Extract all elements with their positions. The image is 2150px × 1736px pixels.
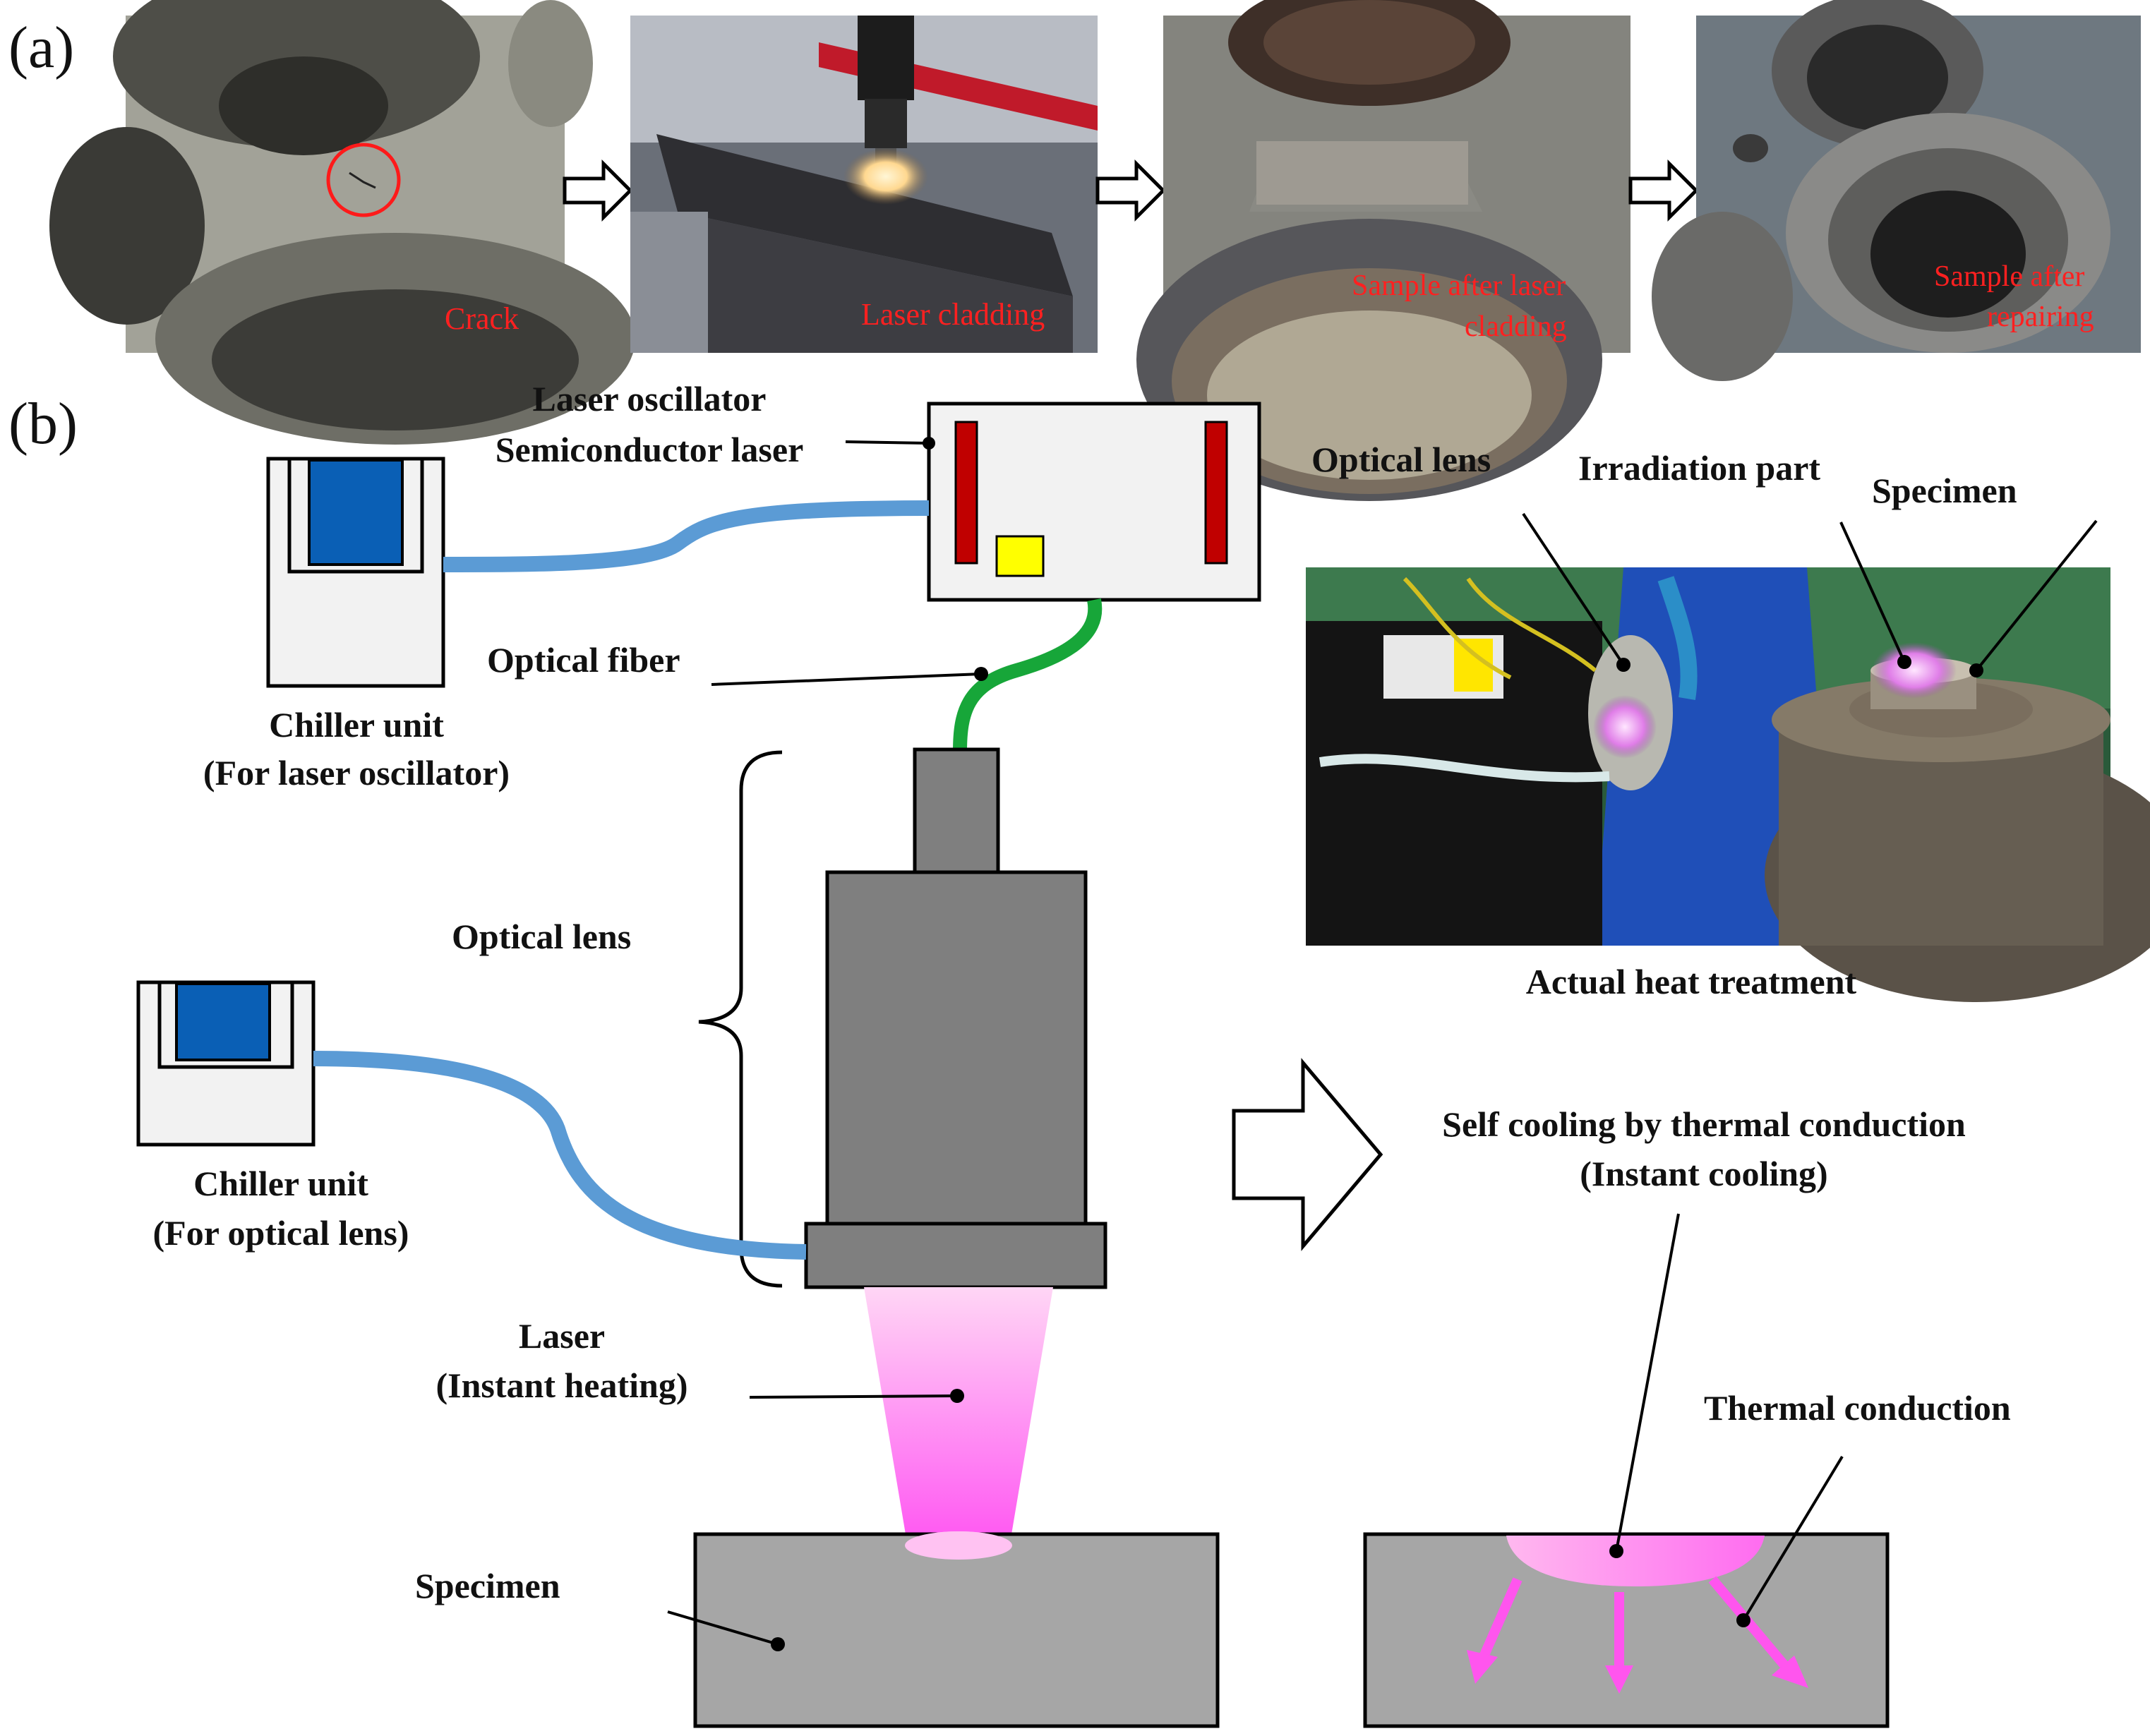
chiller-lens-label-1: Chiller unit — [193, 1164, 368, 1203]
photo-leader-specimen — [1975, 519, 2098, 672]
heated-zone — [1506, 1536, 1765, 1586]
photo-caption: Actual heat treatment — [1526, 962, 1857, 1001]
coolant-tube-lens — [313, 1051, 807, 1260]
caption-after-cladding-2: cladding — [1465, 311, 1567, 343]
diode-chip — [995, 535, 1045, 577]
chiller-lens-label-2: (For optical lens) — [153, 1213, 409, 1253]
laser-oscillator-label-2: Semiconductor laser — [496, 430, 804, 469]
specimen-block — [693, 1532, 1220, 1728]
optical-lens-label: Optical lens — [452, 917, 631, 956]
laser-beam — [864, 1287, 1053, 1547]
process-arrow-1 — [563, 159, 633, 222]
photo-after-repairing: Sample after repairing — [1652, 0, 2141, 381]
process-arrow-3 — [1628, 159, 1699, 222]
laser-oscillator-label-1: Laser oscillator — [533, 379, 767, 418]
heat-flow-arrow-left — [1467, 1577, 1523, 1684]
photo-crack: Crack — [49, 0, 635, 445]
panel-a-label: (a) — [8, 15, 74, 80]
lens-main-body — [825, 870, 1088, 1226]
cooling-arrow — [1232, 1058, 1383, 1251]
photo-laser-cladding: Laser cladding — [630, 16, 1098, 353]
chiller-unit-lens — [136, 980, 316, 1147]
heat-flow-arrow-center — [1605, 1592, 1633, 1694]
laser-label-1: Laser — [519, 1316, 605, 1356]
caption-after-repairing-2: repairing — [1987, 301, 2094, 333]
specimen-label: Specimen — [415, 1566, 560, 1605]
lens-top-barrel — [913, 747, 1000, 876]
laser-oscillator — [927, 402, 1261, 602]
self-cooling-leader — [1615, 1213, 1680, 1552]
caption-after-repairing-1: Sample after — [1934, 260, 2084, 293]
self-cooling-label-2: (Instant cooling) — [1580, 1154, 1827, 1193]
optical-fiber-leader — [711, 673, 982, 686]
self-cooling-label-1: Self cooling by thermal conduction — [1442, 1104, 1966, 1144]
panel-b-label: (b) — [8, 391, 78, 457]
chiller-oscillator-label-2: (For laser oscillator) — [203, 753, 510, 792]
process-arrow-2 — [1095, 159, 1166, 222]
photo-leader-optical-lens — [1522, 512, 1625, 666]
chiller-oscillator-label-1: Chiller unit — [269, 705, 444, 745]
photo-actual-heat-treatment — [1306, 567, 2150, 1002]
optical-fiber-label: Optical fiber — [487, 640, 680, 680]
thermal-conduction-label: Thermal conduction — [1704, 1388, 2011, 1428]
laser-rod-right — [1204, 421, 1228, 565]
coolant-tube-oscillator — [443, 500, 930, 572]
caption-after-cladding-1: Sample after laser — [1352, 270, 1566, 302]
optical-fiber — [953, 598, 1103, 752]
caption-crack: Crack — [445, 301, 519, 336]
laser-leader — [749, 1394, 958, 1399]
optical-lens-assembly — [804, 747, 1107, 1289]
chiller-unit-oscillator — [266, 457, 445, 688]
lens-flange — [804, 1222, 1107, 1289]
laser-label-2: (Instant heating) — [436, 1366, 688, 1405]
laser-oscillator-leader — [845, 440, 930, 445]
optical-lens-brace — [698, 750, 783, 1288]
laser-rod-left — [954, 421, 978, 565]
caption-laser-cladding: Laser cladding — [861, 297, 1045, 332]
thermal-conduction-leader — [1742, 1455, 1844, 1622]
photo-leader-irradiation — [1839, 522, 1906, 663]
photo-label-specimen: Specimen — [1872, 471, 2017, 510]
specimen-leader — [667, 1610, 779, 1646]
photo-label-optical-lens: Optical lens — [1311, 440, 1491, 479]
photo-label-irradiation-part: Irradiation part — [1578, 448, 1820, 488]
crack-marker — [326, 143, 401, 217]
